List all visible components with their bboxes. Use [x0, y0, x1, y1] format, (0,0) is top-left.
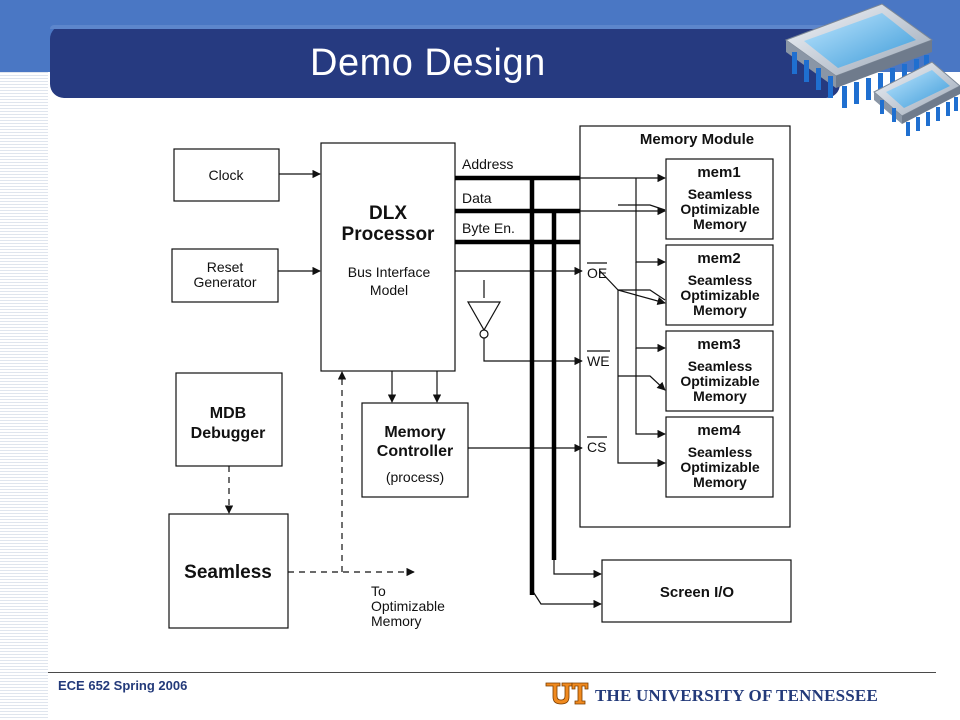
mem2-box: [665, 244, 774, 326]
dlx-label-1: DLX: [369, 203, 407, 224]
mem1-labels: mem1 Seamless Optimizable Memory: [680, 164, 760, 232]
svg-text:Memory: Memory: [693, 216, 747, 232]
clock-box: [173, 148, 280, 202]
mem2-labels: mem2 Seamless Optimizable Memory: [680, 250, 760, 318]
mem4-box: [665, 416, 774, 498]
seamless-box: [168, 513, 289, 629]
reset-generator-box: [171, 248, 279, 303]
bus-interface-label-1: Bus Interface: [348, 264, 431, 280]
bus-byte-en-label: Byte En.: [462, 220, 515, 236]
svg-text:mem2: mem2: [697, 250, 740, 267]
reset-label-2: Generator: [193, 274, 256, 290]
svg-text:Optimizable: Optimizable: [680, 459, 760, 475]
course-label: ECE 652 Spring 2006: [58, 678, 188, 693]
memctrl-label-2: Controller: [377, 443, 453, 460]
seamless-label: Seamless: [184, 562, 272, 583]
bus-interface-label-2: Model: [370, 282, 408, 298]
screen-io-box: [601, 559, 792, 623]
svg-text:Optimizable: Optimizable: [680, 287, 760, 303]
oe-signal-label: OE: [587, 265, 607, 281]
memctrl-label-3: (process): [386, 469, 444, 485]
to-memory-label-2: Optimizable: [371, 598, 445, 614]
memctrl-label-1: Memory: [384, 424, 445, 441]
svg-text:mem3: mem3: [697, 336, 740, 353]
footer-divider: [48, 672, 936, 673]
svg-text:Memory: Memory: [693, 388, 747, 404]
svg-text:Seamless: Seamless: [688, 186, 753, 202]
screen-io-label: Screen I/O: [660, 584, 735, 601]
memory-module-box: [579, 125, 791, 528]
to-memory-label-1: To: [371, 583, 386, 599]
svg-text:mem4: mem4: [697, 422, 741, 439]
block-diagram: Clock Reset Generator DLX Processor Bus …: [168, 125, 792, 629]
memory-chip-icon: [784, 3, 960, 136]
mem1-box: [665, 158, 774, 240]
svg-text:Optimizable: Optimizable: [680, 201, 760, 217]
title-bar: [50, 25, 840, 98]
svg-text:Memory: Memory: [693, 474, 747, 490]
bus-data-label: Data: [462, 190, 492, 206]
dlx-label-2: Processor: [342, 224, 436, 245]
mdb-label-2: Debugger: [191, 425, 266, 442]
mem4-labels: mem4 Seamless Optimizable Memory: [680, 422, 760, 490]
cs-signal-label: CS: [587, 439, 606, 455]
to-memory-label-3: Memory: [371, 613, 422, 629]
side-stripes: [0, 72, 48, 720]
clock-label: Clock: [208, 167, 244, 183]
svg-text:Memory: Memory: [693, 302, 747, 318]
svg-text:Seamless: Seamless: [688, 444, 753, 460]
slide-title: Demo Design: [310, 42, 546, 84]
bus-address-label: Address: [462, 156, 513, 172]
memory-module-label: Memory Module: [640, 131, 754, 148]
mdb-label-1: MDB: [210, 405, 246, 422]
we-signal-label: WE: [587, 353, 610, 369]
svg-text:mem1: mem1: [697, 164, 740, 181]
svg-text:Optimizable: Optimizable: [680, 373, 760, 389]
ut-logo-icon: [545, 682, 589, 705]
svg-text:Seamless: Seamless: [688, 272, 753, 288]
memory-controller-box: [361, 402, 469, 498]
mem3-labels: mem3 Seamless Optimizable Memory: [680, 336, 760, 404]
svg-text:Seamless: Seamless: [688, 358, 753, 374]
mem3-box: [665, 330, 774, 412]
dlx-processor-box: [320, 142, 456, 372]
reset-label-1: Reset: [207, 259, 244, 275]
university-name: THE UNIVERSITY OF TENNESSEE: [595, 686, 878, 705]
